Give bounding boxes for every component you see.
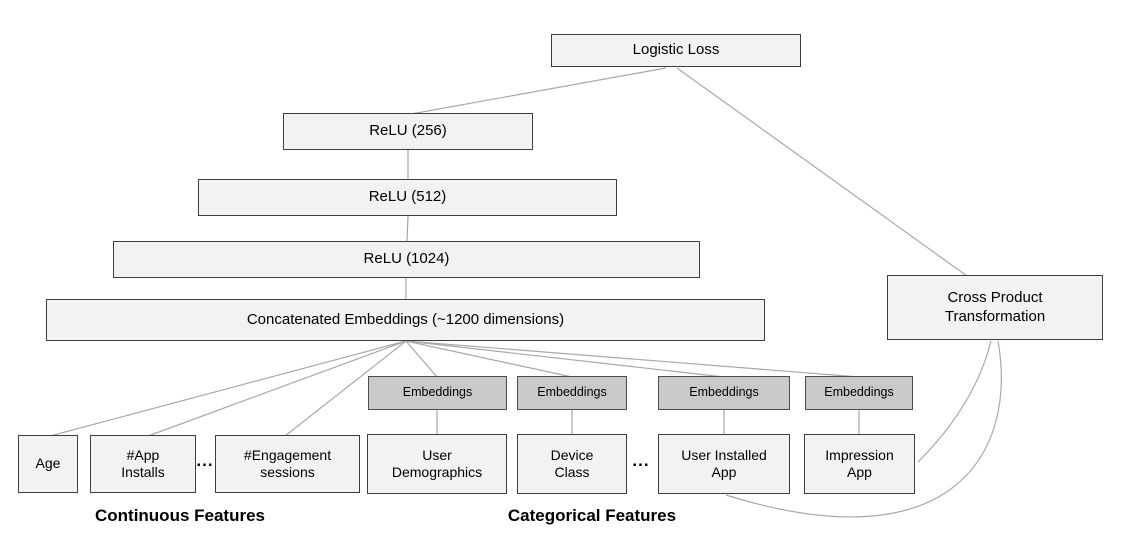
edge-concat-engagement	[284, 340, 407, 437]
node-label: Concatenated Embeddings (~1200 dimension…	[246, 310, 565, 328]
node-embeddings-4: Embeddings	[805, 376, 913, 410]
node-app-installs: #App Installs	[90, 435, 196, 493]
node-label: Age	[35, 455, 61, 472]
node-relu-512: ReLU (512)	[198, 179, 617, 216]
node-label: Embeddings	[824, 385, 894, 400]
node-embeddings-1: Embeddings	[368, 376, 507, 410]
edge-concat-age	[49, 340, 407, 437]
node-label: Embeddings	[537, 385, 607, 400]
node-impression-app: Impression App	[804, 434, 915, 494]
node-label: User Installed App	[681, 446, 767, 481]
edge-concat-appinstalls	[147, 340, 407, 437]
edge-loss-relu256	[410, 67, 667, 115]
edge-concat-embeddings1	[405, 340, 438, 378]
node-concatenated-embeddings: Concatenated Embeddings (~1200 dimension…	[46, 299, 765, 341]
node-device-class: Device Class	[517, 434, 627, 494]
node-label: #Engagement sessions	[243, 446, 332, 481]
node-engagement-sessions: #Engagement sessions	[215, 435, 360, 493]
edge-loss-crossproduct	[676, 67, 968, 277]
node-cross-product-transformation: Cross Product Transformation	[887, 275, 1103, 340]
node-user-installed-app: User Installed App	[658, 434, 790, 494]
node-embeddings-3: Embeddings	[658, 376, 790, 410]
node-logistic-loss: Logistic Loss	[551, 34, 801, 67]
edge-concat-embeddings4	[405, 340, 860, 378]
node-relu-256: ReLU (256)	[283, 113, 533, 150]
node-user-demographics: User Demographics	[367, 434, 507, 494]
node-age: Age	[18, 435, 78, 493]
ellipsis-categorical: ...	[632, 451, 650, 470]
node-label: Cross Product Transformation	[944, 288, 1046, 325]
node-label: ReLU (512)	[368, 188, 447, 206]
node-label: ReLU (1024)	[363, 250, 450, 268]
node-label: Embeddings	[689, 385, 759, 400]
edge-crossproduct-userinstalled	[725, 340, 1002, 518]
node-label: Logistic Loss	[632, 41, 720, 59]
node-relu-1024: ReLU (1024)	[113, 241, 700, 278]
node-embeddings-2: Embeddings	[517, 376, 627, 410]
node-label: User Demographics	[391, 446, 483, 481]
node-label: #App Installs	[121, 446, 165, 481]
group-label-continuous-features: Continuous Features	[94, 506, 265, 525]
ellipsis-continuous: ...	[196, 451, 214, 470]
edge-crossproduct-impression	[917, 340, 992, 463]
node-label: Embeddings	[402, 385, 473, 400]
node-label: Device Class	[550, 446, 594, 481]
edge-concat-embeddings2	[405, 340, 573, 378]
node-label: ReLU (256)	[369, 122, 447, 140]
node-label: Impression App	[825, 446, 894, 481]
group-label-categorical-features: Categorical Features	[507, 506, 677, 525]
edge-concat-embeddings3	[405, 340, 725, 378]
edge-relu512-relu1024	[406, 215, 409, 243]
